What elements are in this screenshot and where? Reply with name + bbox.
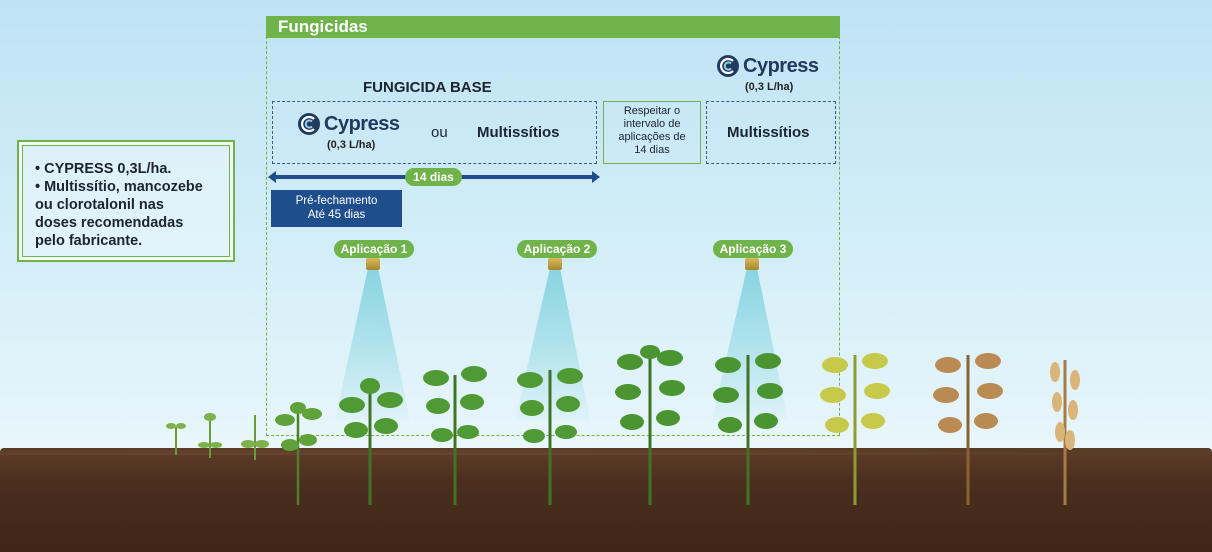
note-line: pelo fabricante. bbox=[35, 233, 143, 249]
interval-line: 14 dias bbox=[634, 144, 670, 156]
spray-cone-3 bbox=[712, 268, 788, 420]
nozzle-icon bbox=[366, 258, 380, 270]
timeline-left-arrow bbox=[268, 171, 276, 183]
note-line: doses recomendadas bbox=[35, 215, 184, 231]
interval-pill: 14 dias bbox=[405, 168, 462, 186]
multissitios-label: Multissítios bbox=[727, 124, 810, 141]
cypress-logo-icon bbox=[298, 113, 320, 135]
spray-cone-1 bbox=[335, 268, 410, 420]
second-application-box: Multissítios bbox=[706, 101, 836, 164]
cypress-logo: Cypress bbox=[297, 112, 400, 136]
brand-name: Cypress bbox=[743, 54, 819, 77]
application-label: Aplicação 1 bbox=[334, 240, 414, 258]
timeline-right-arrow bbox=[592, 171, 600, 183]
plant-icon bbox=[713, 353, 783, 505]
brand-name: Cypress bbox=[324, 112, 400, 135]
pre-closure-box: Pré-fechamento Até 45 dias bbox=[271, 190, 402, 227]
dose-label: (0,3 L/ha) bbox=[327, 139, 376, 151]
panel-title: Fungicidas bbox=[278, 17, 368, 36]
cypress-logo-top: Cypress bbox=[716, 54, 819, 78]
seedling-icon bbox=[198, 413, 222, 458]
note-line: ou clorotalonil nas bbox=[35, 197, 164, 213]
application-label: Aplicação 3 bbox=[713, 240, 793, 258]
senescent-plant-icon bbox=[933, 353, 1003, 505]
nozzle-icon bbox=[548, 258, 562, 270]
note-line: • CYPRESS 0,3L/ha. bbox=[35, 161, 172, 177]
cypress-logo-icon bbox=[717, 55, 739, 77]
dose-label: (0,3 L/ha) bbox=[745, 81, 794, 93]
seedling-icon bbox=[241, 415, 269, 460]
base-fungicide-box: Cypress (0,3 L/ha) ou Multissítios bbox=[272, 101, 597, 164]
plant-icon bbox=[423, 366, 487, 505]
multissitios-label: Multissítios bbox=[477, 124, 560, 141]
fungicidas-panel bbox=[266, 16, 840, 436]
plant-icon bbox=[615, 345, 685, 505]
panel-header: Fungicidas bbox=[266, 16, 840, 38]
plant-icon bbox=[517, 368, 583, 505]
note-line: • Multissítio, mancozebe bbox=[35, 179, 203, 195]
yellowing-plant-icon bbox=[820, 353, 890, 505]
recommendation-note: • CYPRESS 0,3L/ha. • Multissítio, mancoz… bbox=[17, 140, 235, 262]
interval-line: Respeitar o bbox=[623, 105, 681, 117]
young-plant-icon bbox=[275, 402, 322, 505]
nozzle-icon bbox=[745, 258, 759, 270]
interval-box: Respeitar o intervalo de aplicações de 1… bbox=[603, 101, 701, 164]
application-label: Aplicação 2 bbox=[517, 240, 597, 258]
mature-plant-icon bbox=[1050, 360, 1080, 505]
soil bbox=[0, 455, 1212, 552]
pre-closure-label: Pré-fechamento bbox=[295, 195, 378, 207]
seedling-icon bbox=[166, 423, 186, 455]
interval-line: aplicações de bbox=[618, 131, 686, 143]
plant-icon bbox=[339, 378, 403, 505]
pre-closure-days: Até 45 dias bbox=[307, 209, 366, 221]
base-heading: FUNGICIDA BASE bbox=[363, 79, 492, 96]
interval-line: intervalo de bbox=[623, 118, 681, 130]
connector-text: ou bbox=[431, 124, 448, 141]
